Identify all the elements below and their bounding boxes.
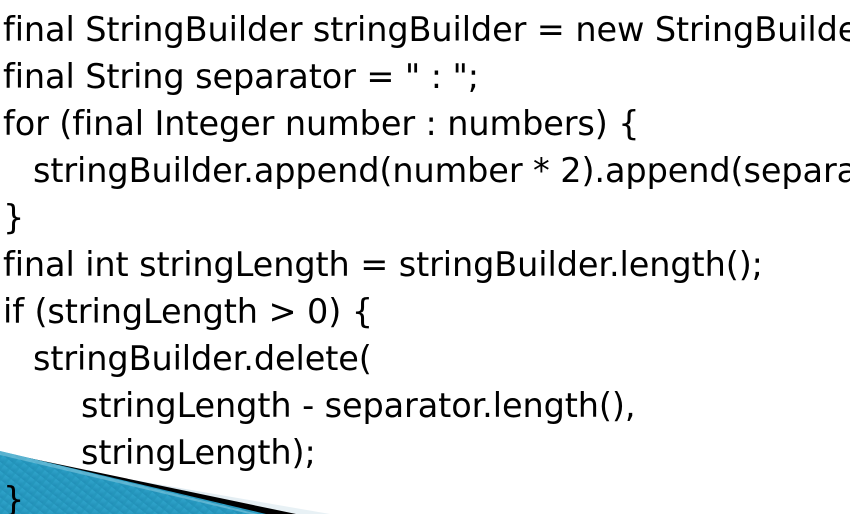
code-line: stringLength); [81,433,316,472]
code-line: } [3,198,25,237]
code-line: for (final Integer number : numbers) { [3,104,640,143]
code-line: final int stringLength = stringBuilder.l… [3,245,763,284]
code-line: } [3,480,25,514]
code-line: final String separator = " : "; [3,57,479,96]
code-line: final StringBuilder stringBuilder = new … [3,10,850,49]
code-line: if (stringLength > 0) { [3,292,373,331]
code-line: stringBuilder.delete( [33,339,372,378]
code-line: stringLength - separator.length(), [81,386,636,425]
code-line: stringBuilder.append(number * 2).append(… [33,151,850,190]
